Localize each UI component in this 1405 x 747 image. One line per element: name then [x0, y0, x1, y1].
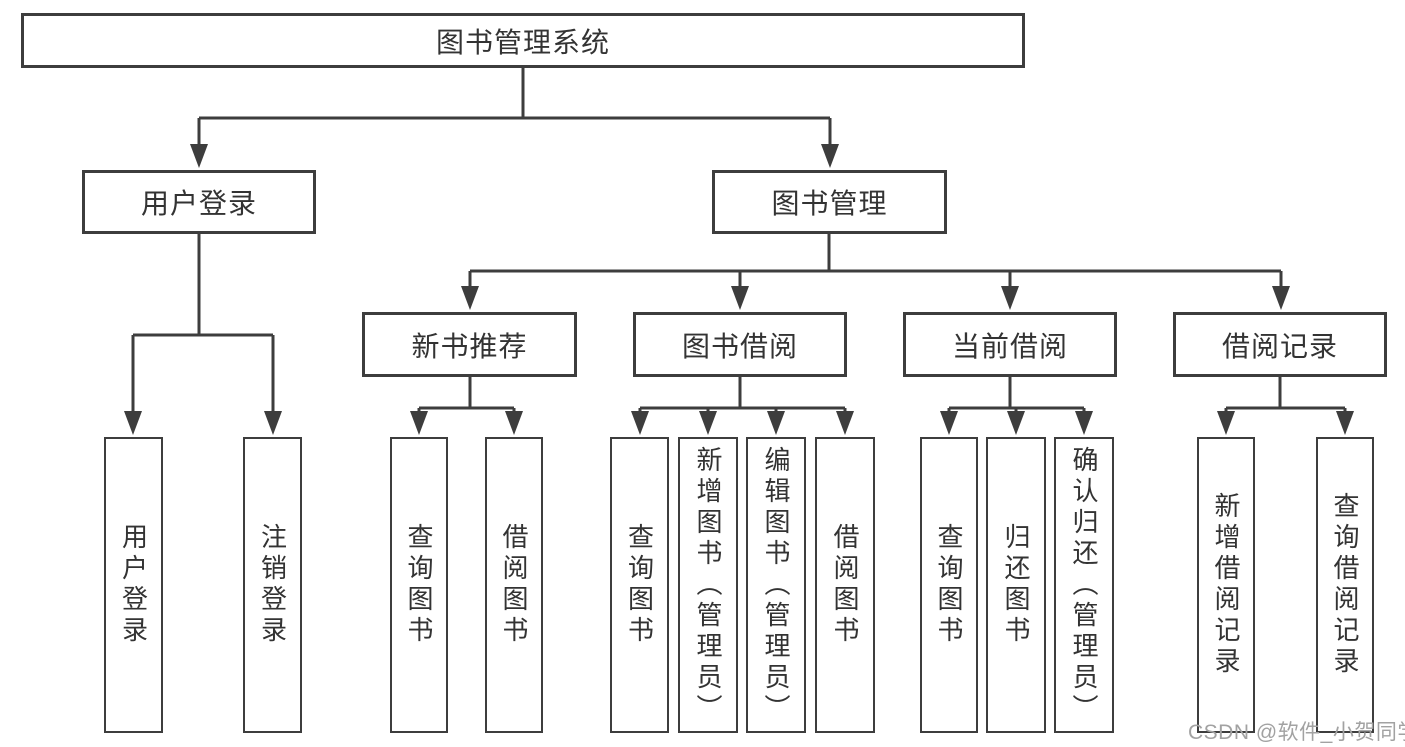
connector-user-login	[131, 234, 275, 414]
node-borrow-records: 借阅记录	[1173, 312, 1387, 377]
leaf-add-borrow-record-label: 新增借阅记录	[1211, 492, 1241, 678]
leaf-borrow-book-2: 借阅图书	[815, 437, 875, 733]
watermark: CSDN @软件_小贺同学	[1188, 721, 1405, 744]
leaf-logout-label: 注销登录	[257, 523, 288, 647]
node-borrow-records-label: 借阅记录	[1221, 330, 1338, 362]
leaf-query-book-3: 查询图书	[920, 437, 978, 733]
leaf-confirm-return: 确认归还（管理员）	[1054, 437, 1114, 733]
leaf-add-book-label: 新增图书（管理员）	[693, 445, 723, 725]
leaf-query-book-2-label: 查询图书	[624, 523, 655, 647]
leaf-logout: 注销登录	[243, 437, 302, 733]
connector-root	[197, 68, 832, 148]
connector-borrow-records	[1224, 377, 1347, 414]
node-book-borrow-label: 图书借阅	[681, 330, 798, 362]
node-new-book-rec: 新书推荐	[362, 312, 577, 377]
leaf-query-borrow-record-label: 查询借阅记录	[1330, 492, 1360, 678]
node-new-book-rec-label: 新书推荐	[411, 330, 528, 362]
connector-new-book	[417, 377, 516, 414]
arrowheads-borrow-records	[1217, 411, 1354, 435]
node-book-mgmt: 图书管理	[712, 170, 947, 234]
leaf-borrow-book-1: 借阅图书	[485, 437, 543, 733]
leaf-query-book-1-label: 查询图书	[404, 523, 434, 647]
leaf-query-book-2: 查询图书	[610, 437, 669, 733]
node-book-mgmt-label: 图书管理	[771, 188, 888, 219]
node-user-login: 用户登录	[82, 170, 316, 234]
node-current-borrow: 当前借阅	[903, 312, 1117, 377]
leaf-borrow-book-2-label: 借阅图书	[830, 523, 860, 647]
node-user-login-label: 用户登录	[140, 188, 257, 219]
leaf-user-login: 用户登录	[104, 437, 163, 733]
leaf-user-login-label: 用户登录	[118, 523, 149, 647]
arrowheads-current-borrow	[940, 411, 1093, 435]
arrowheads-user-login	[124, 411, 282, 435]
leaf-return-book: 归还图书	[986, 437, 1046, 733]
node-root: 图书管理系统	[21, 13, 1025, 68]
arrowheads-book-borrow	[631, 411, 854, 435]
leaf-add-book: 新增图书（管理员）	[678, 437, 738, 733]
leaf-add-borrow-record: 新增借阅记录	[1197, 437, 1255, 733]
connector-current-borrow	[947, 377, 1086, 414]
node-current-borrow-label: 当前借阅	[951, 330, 1068, 362]
connector-book-mgmt	[468, 233, 1283, 290]
arrowheads-new-book	[410, 411, 523, 435]
node-book-borrow: 图书借阅	[633, 312, 847, 377]
leaf-query-book-3-label: 查询图书	[934, 523, 964, 647]
leaf-return-book-label: 归还图书	[1001, 523, 1031, 647]
connector-book-borrow	[638, 377, 847, 414]
leaf-query-borrow-record: 查询借阅记录	[1316, 437, 1374, 733]
leaf-query-book-1: 查询图书	[390, 437, 448, 733]
node-root-label: 图书管理系统	[435, 26, 610, 58]
leaf-edit-book-label: 编辑图书（管理员）	[761, 445, 791, 725]
leaf-borrow-book-1-label: 借阅图书	[499, 523, 529, 647]
leaf-edit-book: 编辑图书（管理员）	[746, 437, 806, 733]
leaf-confirm-return-label: 确认归还（管理员）	[1069, 445, 1099, 725]
arrowheads-book-mgmt	[461, 286, 1290, 310]
arrowheads-root	[190, 144, 839, 168]
